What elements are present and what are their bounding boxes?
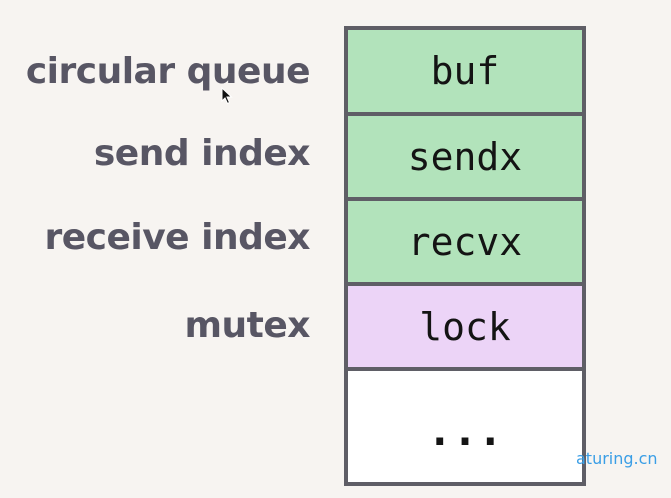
- field-lock: lock: [348, 286, 582, 367]
- label-circular-queue: circular queue: [25, 51, 311, 92]
- watermark-text: aturing.cn: [576, 449, 658, 468]
- field-sendx: sendx: [348, 116, 582, 197]
- mouse-pointer-icon: [221, 87, 233, 105]
- field-buf: buf: [348, 30, 582, 112]
- field-ellipsis: ...: [348, 371, 582, 482]
- field-recvx: recvx: [348, 201, 582, 282]
- label-send-index: send index: [93, 133, 311, 174]
- label-mutex: mutex: [184, 305, 311, 346]
- struct-diagram: buf sendx recvx lock ...: [344, 26, 586, 486]
- label-receive-index: receive index: [44, 217, 310, 258]
